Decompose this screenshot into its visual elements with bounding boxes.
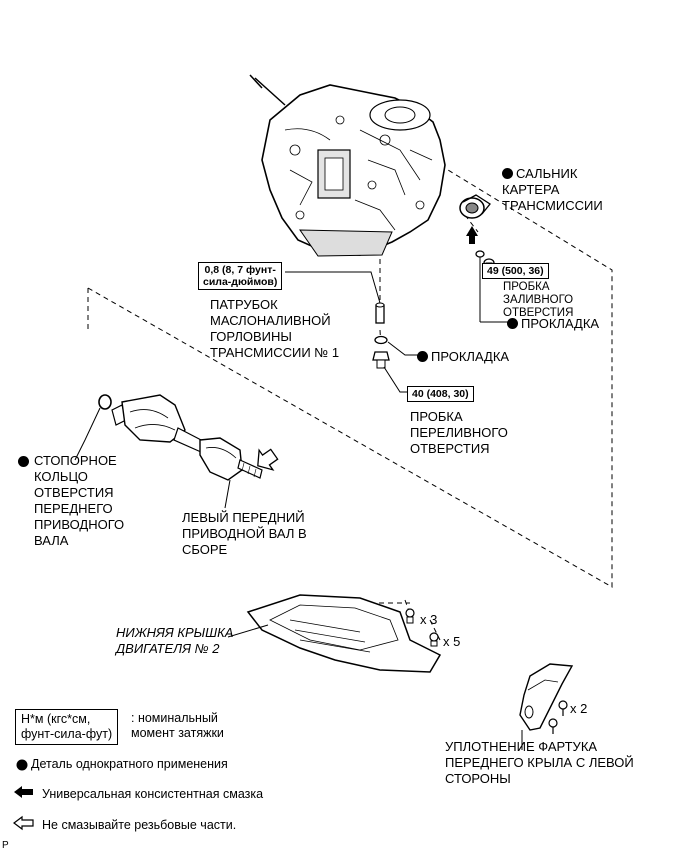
overflow-plug-part <box>372 351 390 369</box>
grease-arrow-icon <box>466 226 478 244</box>
refill-plug-label: ПРОБКА ЗАЛИВНОГО ОТВЕРСТИЯ <box>503 281 574 319</box>
overflow-plug-label: ПРОБКА ПЕРЕЛИВНОГО ОТВЕРСТИЯ <box>410 409 508 456</box>
torque-filler-tube-box: 0,8 (8, 7 фунт- сила-дюймов) <box>198 262 283 290</box>
gasket-upper-label: ПРОКЛАДКА <box>507 316 599 332</box>
assembly-outline <box>87 169 613 641</box>
torque-overflow-plug-box: 40 (408, 30) <box>407 386 474 402</box>
non-reusable-dot-icon <box>507 318 518 329</box>
legend-non-reusable-text: Деталь однократного применения <box>31 757 228 771</box>
under-cover-bolt-qty: x 3 <box>420 612 438 627</box>
gasket-lower-part <box>374 335 388 345</box>
torque-refill-plug-box: 49 (500, 36) <box>482 263 549 279</box>
legend-no-grease-text: Не смазывайте резьбовые части. <box>42 818 237 832</box>
under-cover-label: НИЖНЯЯ КРЫШКА ДВИГАТЕЛЯ № 2 <box>116 625 234 656</box>
corner-mark: P <box>2 840 9 851</box>
non-reusable-dot-icon <box>502 168 513 179</box>
under-cover-leader <box>227 624 269 638</box>
legend-grease-text: Универсальная консистентная смазка <box>42 787 264 801</box>
drive-shaft-label: ЛЕВЫЙ ПЕРЕДНИЙ ПРИВОДНОЙ ВАЛ В СБОРЕ <box>182 510 307 557</box>
filler-tube-leader <box>285 271 381 304</box>
snap-ring-leader <box>74 407 101 461</box>
fender-seal-part <box>519 663 574 731</box>
snap-ring-label: СТОПОРНОЕ КОЛЬЦО ОТВЕРСТИЯ ПЕРЕДНЕГО ПРИ… <box>18 453 124 549</box>
legend-non-reusable-dot-icon <box>16 759 28 771</box>
legend-torque-units-box: Н*м (кгс*см, фунт-сила-фут) <box>15 709 119 745</box>
under-cover-part <box>246 594 442 673</box>
filler-tube-part <box>375 302 385 324</box>
drive-shaft-part <box>111 394 263 481</box>
snap-ring-part <box>98 394 112 410</box>
transmission-assembly <box>249 74 446 257</box>
oil-seal-label: САЛЬНИК КАРТЕРА ТРАНСМИССИИ <box>502 166 603 213</box>
oil-seal-part <box>459 194 491 219</box>
filler-tube-label: ПАТРУБОК МАСЛОНАЛИВНОЙ ГОРЛОВИНЫ ТРАНСМИ… <box>210 297 340 360</box>
under-cover-bolt-icon <box>405 608 415 624</box>
under-cover-clip-qty: x 5 <box>443 634 461 649</box>
under-cover-clip-icon <box>429 632 439 647</box>
fender-seal-label: УПЛОТНЕНИЕ ФАРТУКА ПЕРЕДНЕГО КРЫЛА С ЛЕВ… <box>445 739 634 786</box>
fender-seal-screw-qty: x 2 <box>570 701 588 716</box>
drive-shaft-leader <box>224 479 231 509</box>
non-reusable-dot-icon <box>18 456 29 467</box>
non-reusable-dot-icon <box>417 351 428 362</box>
fender-seal-screw-icon <box>548 700 568 734</box>
no-grease-arrow-icon <box>257 448 279 471</box>
legend-grease-arrow-icon <box>14 786 33 798</box>
gasket-lower-leader <box>387 341 418 356</box>
legend-no-grease-arrow-icon <box>13 815 34 831</box>
legend-torque-desc: : номинальный момент затяжки <box>131 711 224 740</box>
gasket-lower-label: ПРОКЛАДКА <box>417 349 509 365</box>
overflow-plug-leader <box>383 366 407 393</box>
